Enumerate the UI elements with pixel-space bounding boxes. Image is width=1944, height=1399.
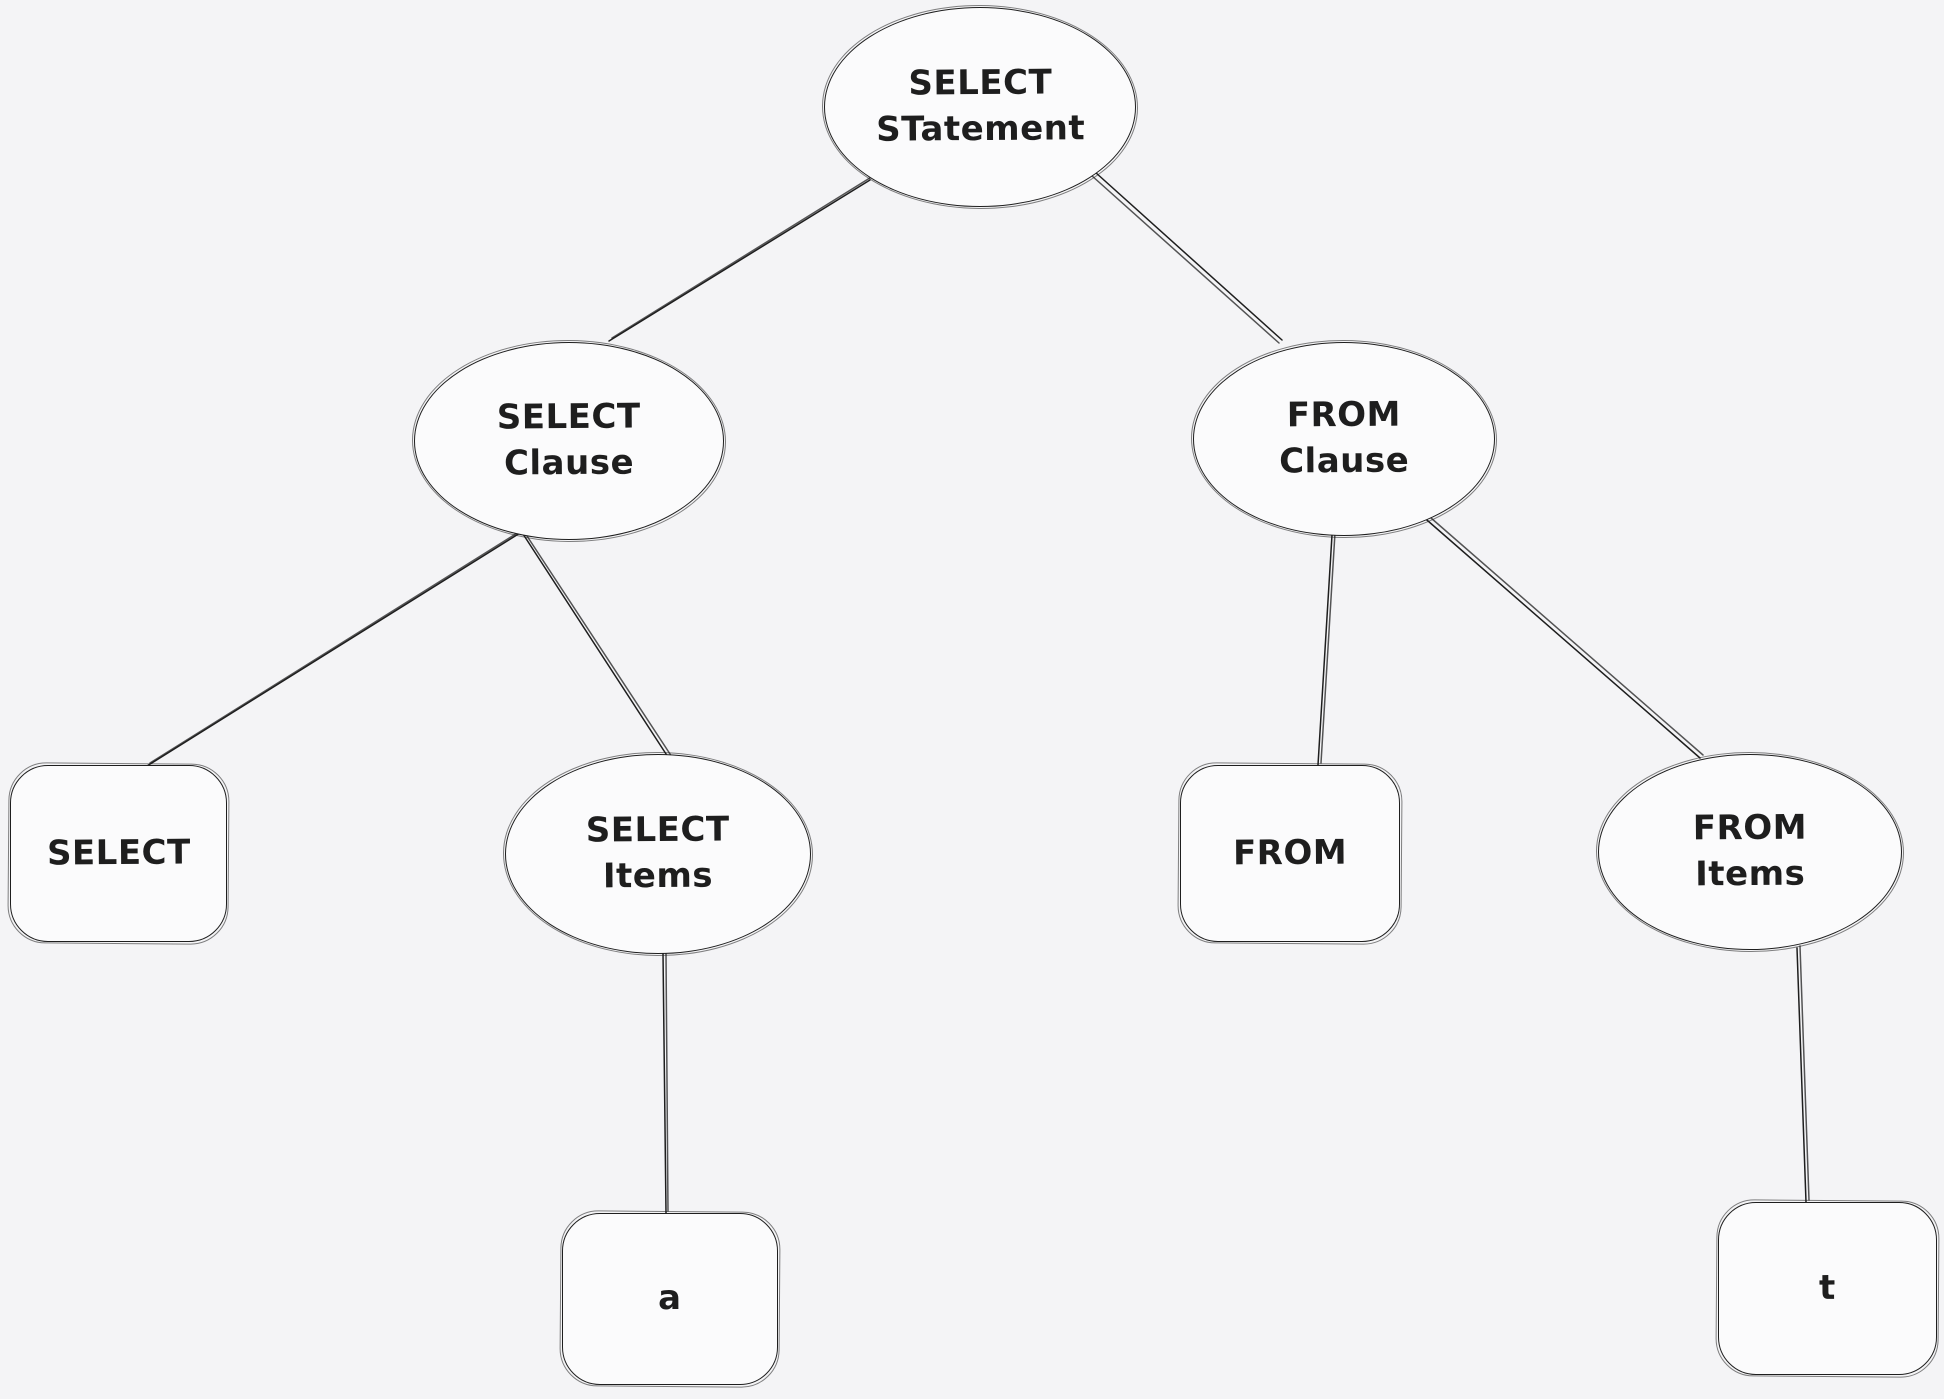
node-from-item-t: t	[1718, 1202, 1937, 1375]
node-from-items-label: FROM Items	[1692, 807, 1808, 895]
edge-from-items-from-item-t	[1796, 945, 1810, 1203]
edge-select-items-select-item-a	[662, 952, 669, 1214]
node-select-statement: SELECT STatement	[824, 7, 1136, 207]
edge-select-statement-from-clause	[1090, 171, 1283, 344]
edge-select-clause-select-keyword	[146, 529, 523, 767]
node-select-item-a-label: a	[658, 1277, 682, 1319]
node-from-items: FROM Items	[1598, 754, 1902, 950]
node-select-keyword: SELECT	[10, 765, 227, 942]
node-from-keyword: FROM	[1180, 765, 1400, 942]
node-from-clause: FROM Clause	[1193, 342, 1495, 536]
node-select-items: SELECT Items	[505, 754, 811, 954]
node-from-clause-label: FROM Clause	[1278, 394, 1410, 482]
edge-from-clause-from-items	[1419, 510, 1704, 759]
node-select-clause-label: SELECT Clause	[496, 396, 641, 484]
node-select-keyword-label: SELECT	[46, 832, 191, 874]
node-select-item-a: a	[562, 1213, 778, 1385]
edge-from-clause-from-keyword	[1317, 532, 1336, 766]
node-from-keyword-label: FROM	[1232, 832, 1348, 873]
edge-select-clause-select-items	[522, 533, 673, 758]
edge-select-statement-select-clause	[608, 175, 874, 342]
node-from-item-t-label: t	[1818, 1267, 1837, 1308]
node-select-items-label: SELECT Items	[585, 809, 730, 897]
node-select-clause: SELECT Clause	[414, 342, 724, 540]
node-select-statement-label: SELECT STatement	[875, 62, 1085, 150]
